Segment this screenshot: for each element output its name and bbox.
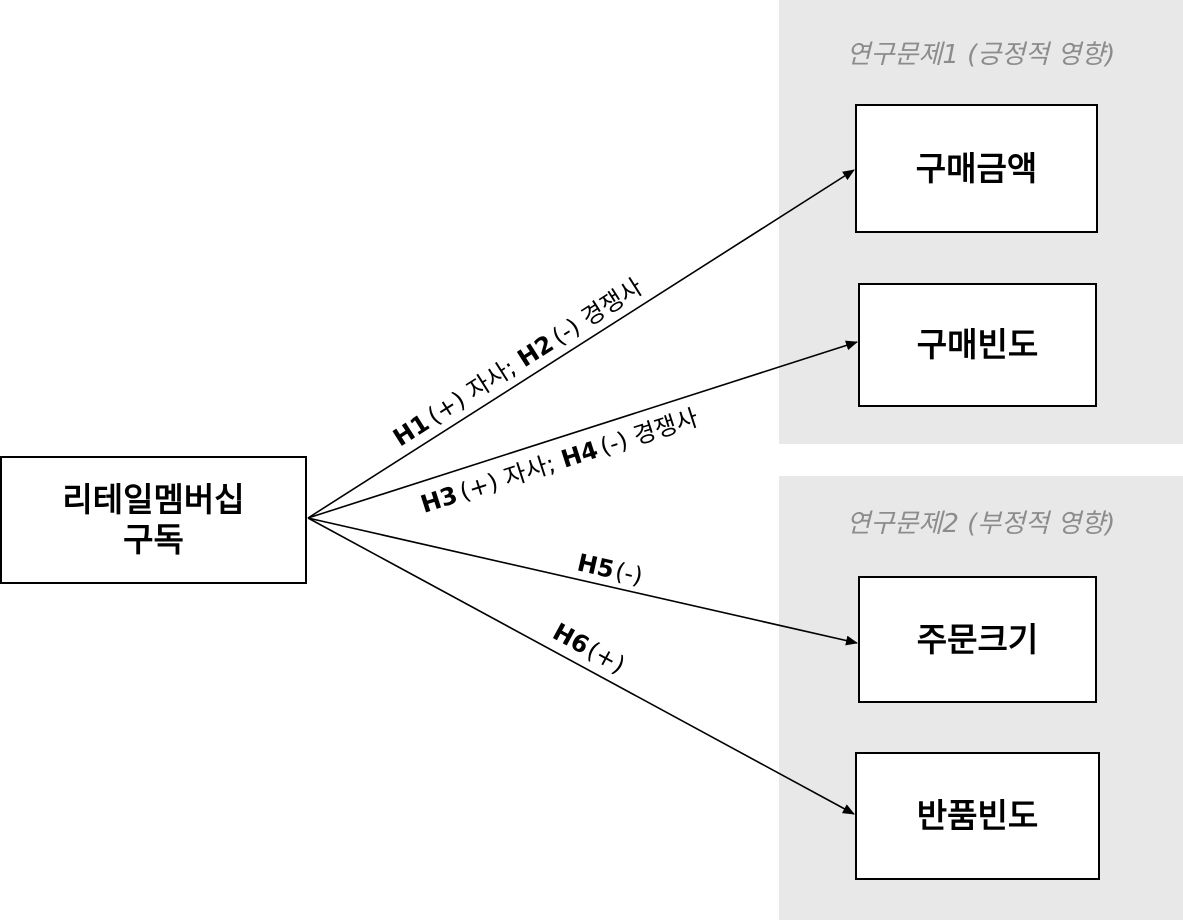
source-node-line-1: 리테일멤버십 [62,480,245,520]
purchase-frequency-node: 구매빈도 [858,283,1097,407]
edge-h5-arrow [307,517,858,646]
hypothesis-h5: H5 [575,549,617,584]
order-size-node: 주문크기 [858,576,1097,703]
research-question-2-title: 연구문제2 (부정적 영향) [846,509,1116,539]
retail-membership-subscription-node: 리테일멤버십 구독 [0,456,307,584]
source-node-line-2: 구독 [123,520,184,559]
edge-h1-h2-arrow [307,169,855,519]
order-size-label: 주문크기 [916,619,1039,659]
hypothesis-h4-sign: (-) 경쟁사 [597,404,702,462]
edge-h1-h2-label: H1(+) 자사;H2(-) 경쟁사 [388,273,647,452]
return-frequency-node: 반품빈도 [855,752,1100,880]
research-question-1-title: 연구문제1 (긍정적 영향) [846,40,1116,70]
edge-h6-arrow [307,517,855,815]
hypothesis-h4: H4 [558,436,602,474]
purchase-frequency-label: 구매빈도 [916,325,1039,365]
hypothesis-h5-sign: (-) [613,557,646,590]
hypothesis-h3-sign: (+) 자사; [456,449,559,506]
purchase-amount-label: 구매금액 [915,148,1038,188]
edge-h3-h4-arrow [307,340,858,519]
hypothesis-h3: H3 [417,481,461,519]
edge-h5-label: H5(-) [575,549,646,591]
purchase-amount-node: 구매금액 [855,104,1098,233]
return-frequency-label: 반품빈도 [916,796,1039,836]
